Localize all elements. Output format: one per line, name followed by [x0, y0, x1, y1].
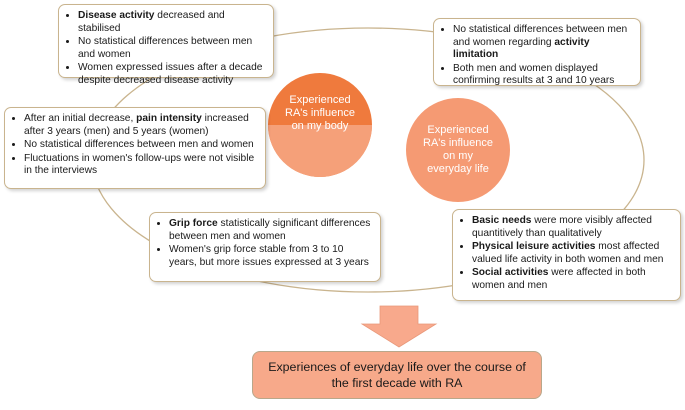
result-box: Experiences of everyday life over the co…	[252, 351, 542, 399]
activity-bullet-2: Both men and women displayed confirming …	[453, 63, 634, 88]
life-circle-label: Experienced RA's influence on my everyda…	[423, 124, 493, 175]
body-circle-label: Experienced RA's influence on my body	[285, 94, 355, 132]
pain-bullet-1: After an initial decrease, pain intensit…	[24, 113, 259, 138]
needs-bullet-3: Social activities were affected in both …	[472, 267, 674, 292]
result-text: Experiences of everyday life over the co…	[268, 360, 526, 390]
body-circle-lower-shade	[268, 125, 372, 177]
disease-bullet-3: Women expressed issues after a decade de…	[78, 62, 267, 87]
disease-activity-box: Disease activity decreased and stabilise…	[58, 4, 274, 86]
basic-needs-box: Basic needs were more visibly affected q…	[452, 209, 681, 301]
grip-bullet-1: Grip force statistically significant dif…	[169, 218, 374, 243]
pain-bullet-3: Fluctuations in women's follow-ups were …	[24, 153, 259, 178]
needs-bullet-2: Physical leisure activities most affecte…	[472, 241, 674, 266]
pain-bullet-2: No statistical differences between men a…	[24, 139, 259, 152]
needs-bullet-1: Basic needs were more visibly affected q…	[472, 215, 674, 240]
down-arrow	[360, 305, 438, 348]
disease-bullet-2: No statistical differences between men a…	[78, 36, 267, 61]
disease-bullet-1: Disease activity decreased and stabilise…	[78, 10, 267, 35]
grip-bullet-2: Women's grip force stable from 3 to 10 y…	[169, 244, 374, 269]
grip-force-box: Grip force statistically significant dif…	[149, 212, 381, 282]
pain-intensity-box: After an initial decrease, pain intensit…	[4, 107, 266, 189]
life-circle	[406, 98, 510, 202]
activity-limitation-box: No statistical differences between men a…	[433, 18, 641, 86]
activity-bullet-1: No statistical differences between men a…	[453, 24, 634, 62]
